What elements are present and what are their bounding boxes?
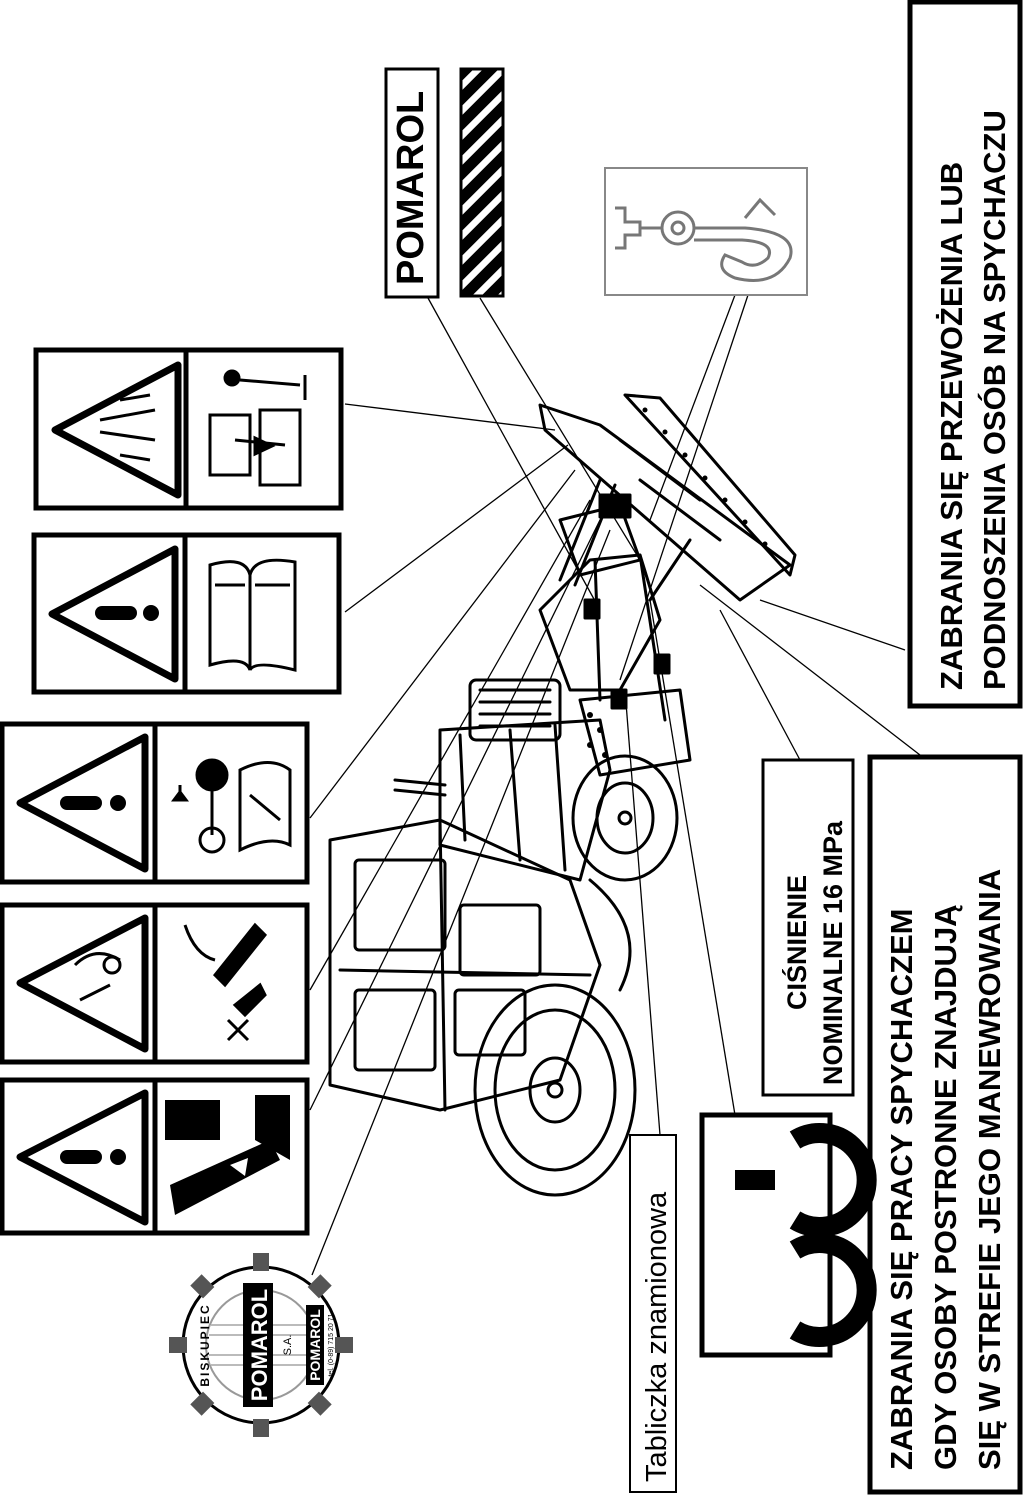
hand-crush-icon bbox=[73, 952, 122, 1002]
warning-triangle-icon bbox=[51, 361, 182, 499]
pomarol-logo: POMAROL S.A. BISKUPIEC POMAROL tel. (0-8… bbox=[169, 1253, 353, 1437]
pressure-line2: NOMINALNE 16 MPa bbox=[818, 820, 848, 1085]
leader-lines bbox=[309, 294, 921, 1276]
no-bystanders-line3: SIĘ W STREFIE JEGO MANEWROWANIA bbox=[972, 869, 1007, 1470]
ce-mark-icon bbox=[735, 1123, 877, 1347]
hook-icon bbox=[615, 197, 793, 282]
no-bystanders-line2: GDY OSOBY POSTRONNE ZNAJDUJĄ bbox=[928, 904, 963, 1470]
warning-panel-lever bbox=[0, 721, 310, 885]
brand-sticker: POMAROL bbox=[384, 67, 440, 299]
no-riding-line1: ZABRANIA SIĘ PRZEWOŻENIA LUB bbox=[934, 162, 969, 690]
logo-phone: tel. (0-89) 715 20 71 bbox=[328, 1313, 335, 1376]
warning-triangle-icon bbox=[16, 733, 149, 873]
warning-panel-crush-feet bbox=[33, 347, 344, 511]
warning-panel-crush-legs bbox=[0, 1077, 310, 1236]
logo-banner-name: POMAROL bbox=[247, 1289, 272, 1401]
lever-icon bbox=[171, 758, 229, 854]
warning-triangle-icon bbox=[48, 545, 179, 683]
no-riding-sign: ZABRANIA SIĘ PRZEWOŻENIA LUB PODNOSZENIA… bbox=[907, 0, 1023, 709]
no-bystanders-line1: ZABRANIA SIĘ PRACY SPYCHACZEM bbox=[884, 909, 919, 1471]
warning-triangle-icon bbox=[16, 914, 149, 1053]
hand-crush-icon bbox=[99, 393, 156, 462]
warning-panel-crush-arm bbox=[0, 902, 310, 1065]
logo-bottom-name: POMAROL bbox=[307, 1309, 323, 1381]
no-bystanders-sign: ZABRANIA SIĘ PRACY SPYCHACZEM GDY OSOBY … bbox=[867, 754, 1023, 1495]
warning-triangle-icon bbox=[16, 1089, 149, 1226]
warning-panel-read-manual bbox=[31, 532, 342, 695]
hazard-stripe-sticker bbox=[459, 67, 505, 298]
wrench-manual-icon bbox=[238, 761, 292, 853]
operator-platform-icon bbox=[208, 369, 307, 487]
logo-suffix: S.A. bbox=[282, 1335, 294, 1356]
no-riding-line2: PODNOSZENIA OSÓB NA SPYCHACZU bbox=[976, 110, 1012, 690]
brand-sticker-label: POMAROL bbox=[390, 91, 432, 285]
pressure-line1: CIŚNIENIE bbox=[781, 875, 812, 1010]
nameplate-label-box: Tabliczka znamionowa bbox=[629, 1134, 677, 1493]
tractor-drawing bbox=[328, 393, 797, 1197]
legs-crush-icon bbox=[165, 1095, 290, 1215]
ce-mark bbox=[699, 1112, 877, 1358]
nameplate-label: Tabliczka znamionowa bbox=[641, 1191, 673, 1482]
logo-top-arc: BISKUPIEC bbox=[198, 1303, 212, 1386]
pressure-sign: CIŚNIENIE NOMINALNE 16 MPa bbox=[761, 758, 855, 1097]
arm-movement-icon bbox=[183, 922, 268, 1042]
read-manual-icon bbox=[208, 558, 297, 672]
hook-panel bbox=[604, 167, 808, 296]
